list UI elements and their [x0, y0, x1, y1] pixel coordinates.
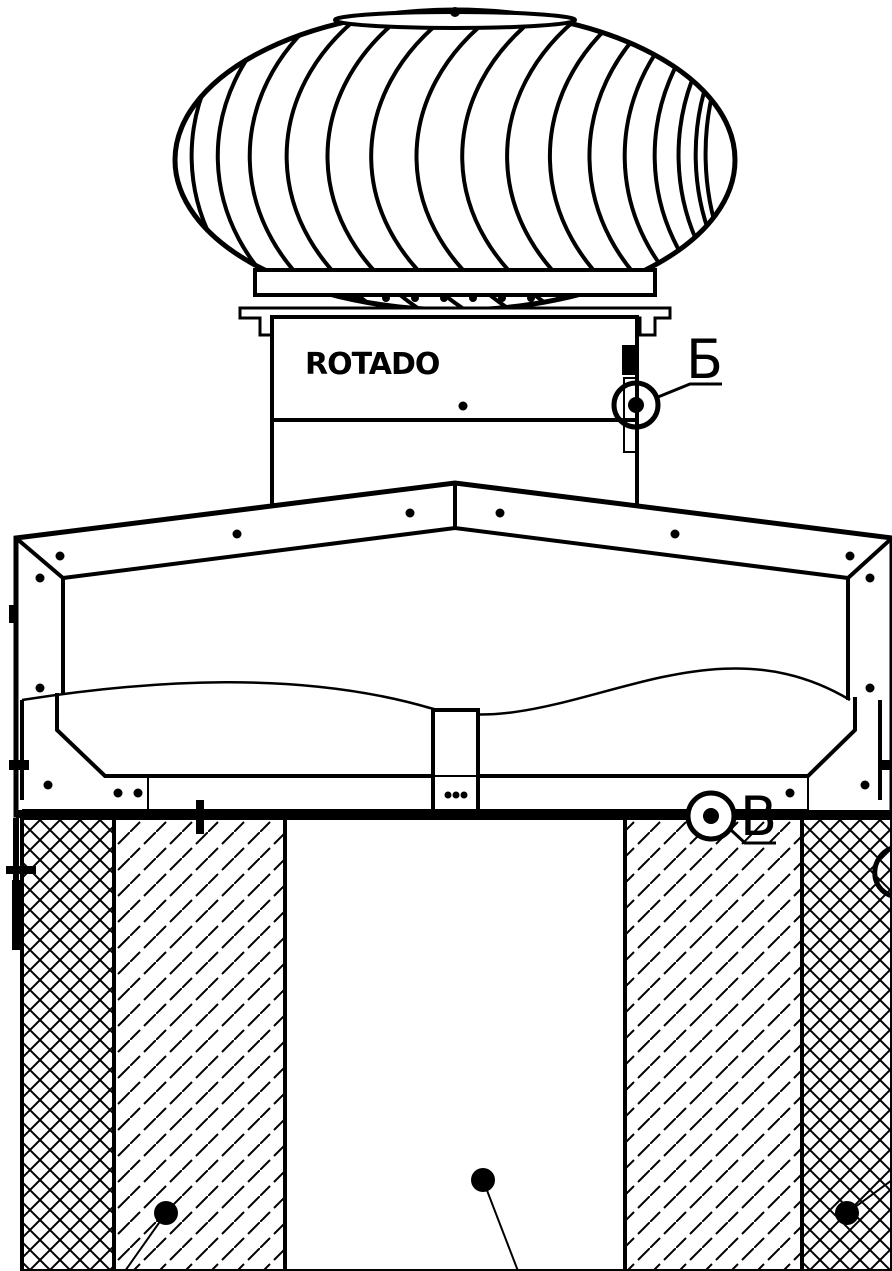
apron-left-edge	[14, 536, 65, 800]
callout-b-dot	[628, 397, 644, 413]
ventilation-shaft	[13, 800, 892, 1271]
callout-b-label: Б	[686, 328, 723, 391]
break-line	[21, 667, 851, 716]
apron-ridge	[62, 483, 849, 580]
left-flashing	[13, 809, 285, 945]
base-slab-line	[16, 810, 892, 818]
outer-wall-right	[800, 816, 892, 1271]
turbine-ventilator	[172, 7, 738, 337]
turbine-bottom-ring	[253, 268, 657, 297]
callout-b: Б	[611, 328, 723, 430]
neck-bracket	[623, 377, 637, 453]
brand-logo: ROTADO	[305, 347, 439, 382]
outer-wall-left	[20, 816, 116, 1271]
center-strap-bolts	[444, 791, 468, 799]
apron-rivets	[35, 508, 875, 798]
turbine-flange	[238, 306, 672, 337]
shaft-channel	[283, 816, 627, 1271]
roof-apron	[6, 480, 892, 950]
leader-shaft	[482, 1179, 519, 1271]
top-rivet	[450, 7, 460, 17]
callout-v-label: В	[740, 785, 777, 848]
callout-b-leader	[657, 382, 722, 399]
flashing-clamp	[196, 800, 204, 834]
callout-v: В	[685, 785, 777, 848]
neck-rivet	[458, 401, 468, 411]
apron-right-edge	[846, 536, 892, 800]
leader-outer-wall-right	[846, 1179, 892, 1214]
turbine-neck: ROTADO	[270, 315, 639, 507]
callout-v-dot	[703, 808, 719, 824]
insulation-left	[112, 816, 287, 1271]
leader-insulation-left	[124, 1212, 167, 1271]
callout-v-leader	[729, 828, 776, 845]
right-edge-arc	[872, 845, 892, 899]
callout-b-circle	[611, 380, 661, 430]
insulation-right	[623, 816, 804, 1271]
position-markers	[124, 1168, 892, 1271]
neck-marker	[622, 345, 636, 375]
